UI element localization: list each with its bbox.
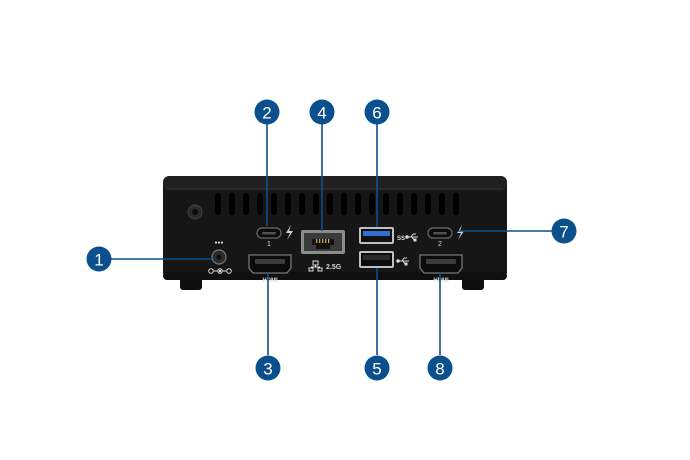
hdmi-label-right: HDMI: [433, 278, 449, 284]
usb-icon-lower: [396, 257, 409, 266]
callout-4: 4: [309, 99, 335, 125]
thunderbolt-usb-c-port-2: [427, 227, 453, 239]
dc-power-jack: ●●●: [211, 240, 227, 265]
callout-1-number: 1: [94, 251, 103, 270]
hdmi-port-1: [248, 254, 292, 274]
usb-ss-mark: SS: [397, 236, 405, 242]
vent-grille: [215, 193, 459, 215]
ethernet-speed-label: 2.5G: [326, 264, 342, 271]
thunderbolt-icon-right: [457, 225, 464, 240]
callout-5-number: 5: [372, 360, 381, 379]
callout-3: 3: [255, 355, 281, 381]
callout-5: 5: [364, 355, 390, 381]
callout-6-number: 6: [372, 104, 381, 123]
callout-4-number: 4: [317, 104, 326, 123]
dc-power-icon: [208, 268, 232, 274]
usb-c-right-number: 2: [438, 241, 442, 248]
callout-1: 1: [86, 246, 112, 272]
thunderbolt-icon: [286, 225, 293, 240]
svg-text:●●●: ●●●: [214, 240, 223, 246]
ethernet-port: [301, 230, 345, 254]
callout-7: 7: [551, 218, 577, 244]
usb-a-port-upper: [359, 227, 394, 244]
callout-6: 6: [364, 99, 390, 125]
callout-8-number: 8: [435, 360, 444, 379]
callout-8: 8: [427, 355, 453, 381]
power-button-icon: [187, 204, 203, 220]
thunderbolt-usb-c-port-1: [256, 227, 282, 239]
callout-3-number: 3: [263, 360, 272, 379]
leader-lines: [111, 124, 552, 355]
hdmi-port-2: [419, 254, 463, 274]
callout-2: 2: [254, 99, 280, 125]
hdmi-label-left: HDMI: [262, 278, 278, 284]
callout-7-number: 7: [559, 223, 568, 242]
usb-c-left-number: 1: [267, 241, 271, 248]
network-icon: [308, 260, 323, 272]
usb-a-port-lower: [359, 251, 394, 268]
callout-2-number: 2: [262, 104, 271, 123]
usb-icon: [405, 233, 418, 242]
